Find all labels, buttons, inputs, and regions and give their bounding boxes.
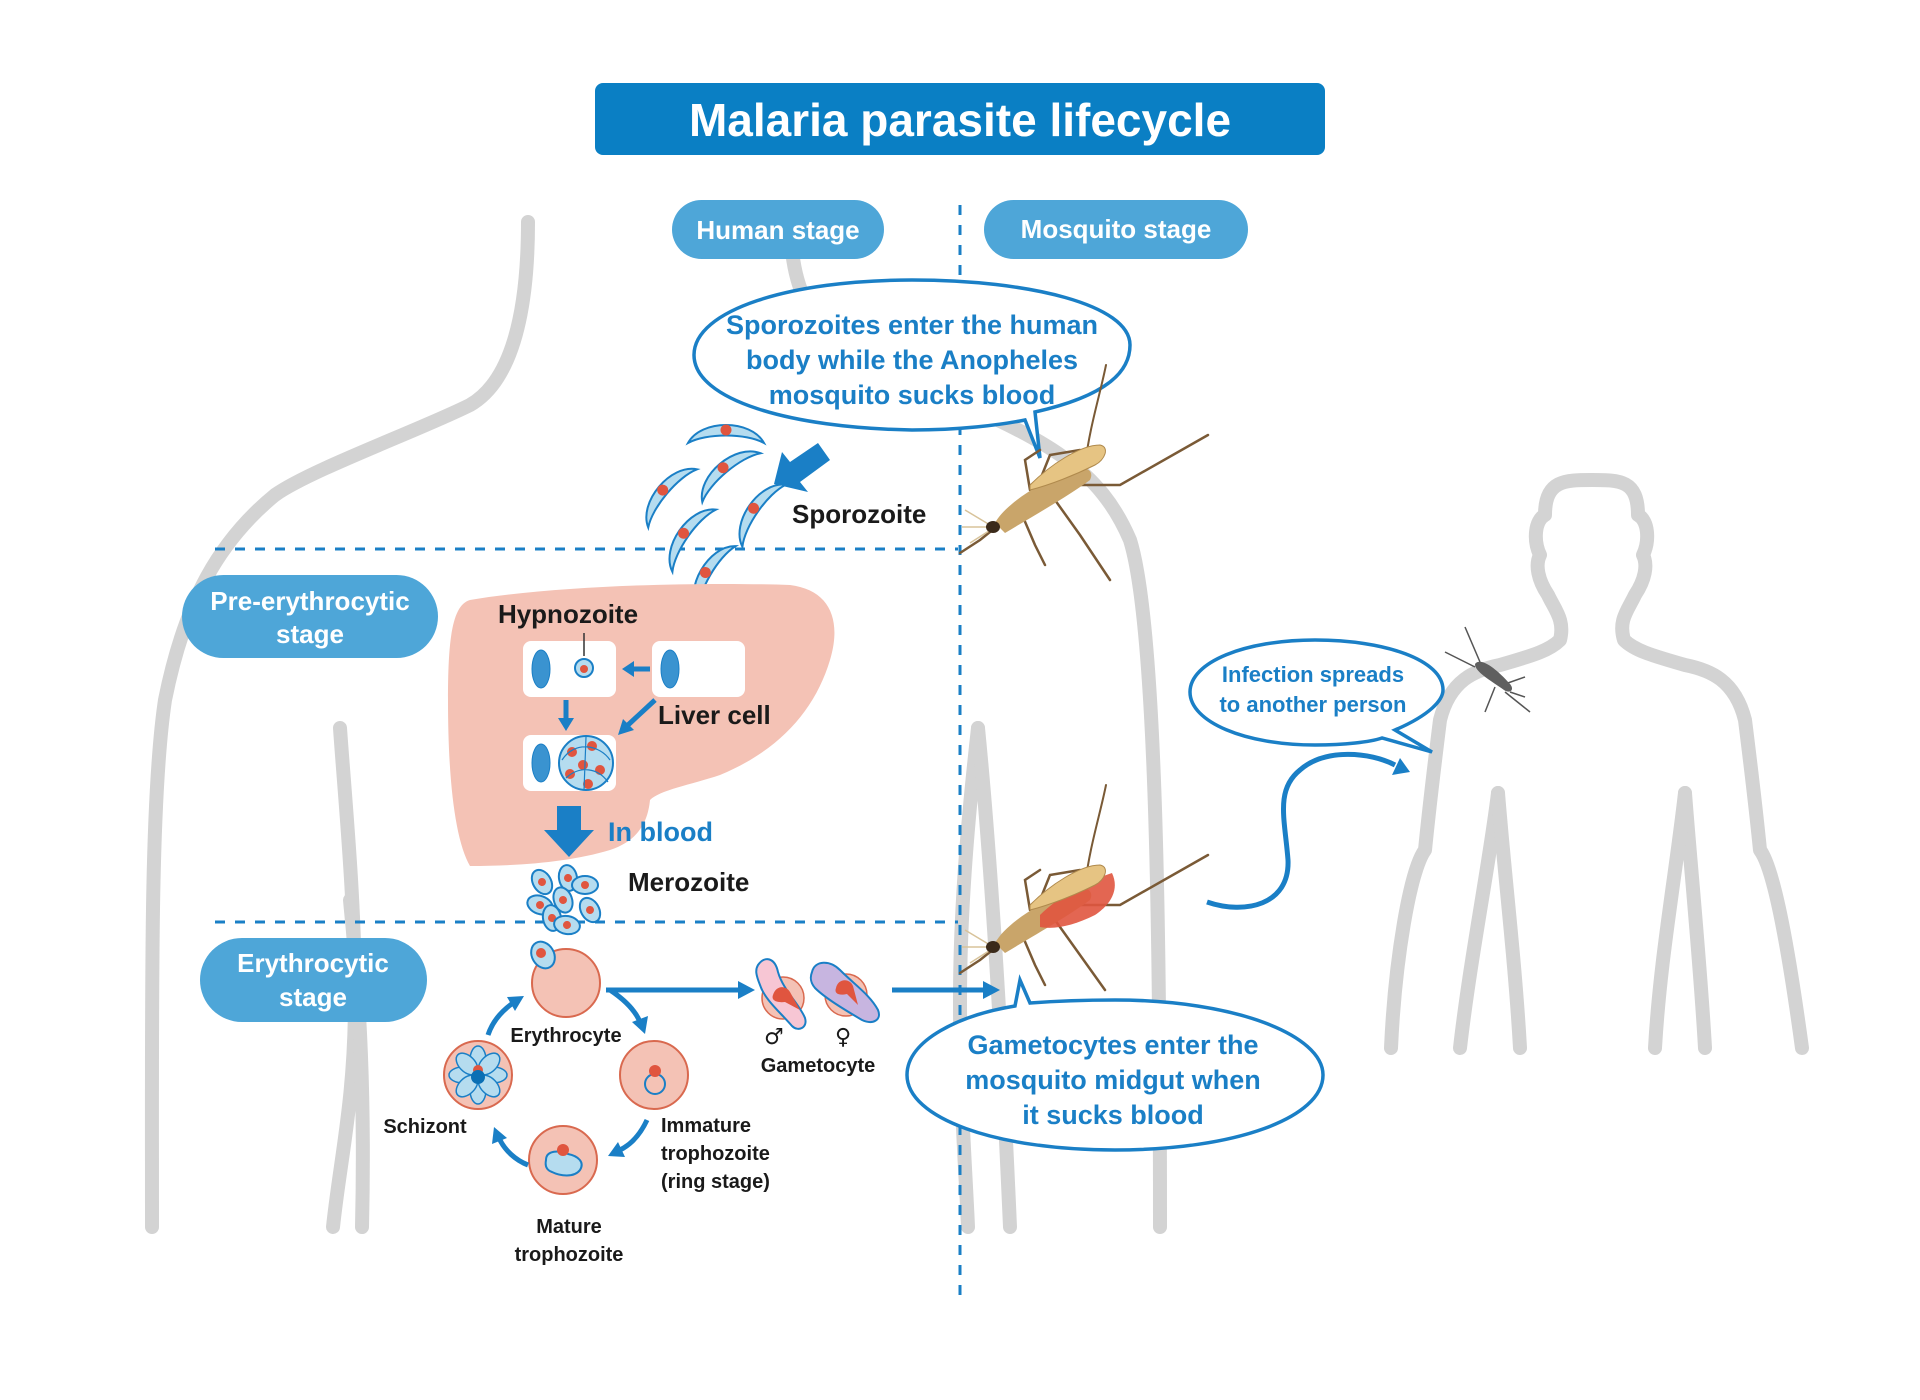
back-outline-right-arm-outer [971,721,1017,1234]
speech-bubble-sporozoite-entry: Sporozoites enter the human body while t… [692,278,1132,459]
pre-erythrocytic-label-line2: stage [276,619,344,649]
arrowhead [738,981,755,999]
merozoite-icon [553,914,581,936]
mosquito-stage-label: Mosquito stage [1021,214,1212,244]
schizont-icon [443,1040,513,1110]
liver-cell-nucleus [531,649,551,689]
infection-bubble-line2: to another person [1219,692,1406,717]
pre-erythrocytic-label-line1: Pre-erythrocytic [210,586,409,616]
hypnozoite-nucleus [580,665,588,673]
merozoite-icon [530,868,554,896]
sporozoite-icon [738,483,790,551]
arrowhead [983,981,1000,999]
pill-erythrocytic-stage: Erythrocytic stage [200,938,427,1022]
arrowhead [632,1016,648,1034]
arrow-mature-to-schizont [497,1138,529,1168]
arrowhead [608,1142,625,1157]
second-person-left-arm-inner [1453,786,1505,1055]
gametocyte-bubble-line3: it sucks blood [1022,1100,1204,1130]
human-stage-label: Human stage [696,215,859,245]
second-person-outline [1384,473,1809,1055]
erythrocytic-label-line1: Erythrocytic [237,948,389,978]
gametocyte-bubble-line2: mosquito midgut when [965,1065,1260,1095]
sporozoite-label: Sporozoite [792,499,926,529]
arrowhead [618,719,634,735]
sporozoite-entry-arrow [774,443,830,492]
mature-trophozoite-label-line2: trophozoite [515,1244,624,1266]
arrowhead [622,661,634,677]
arrow-liver-cell-to-schizont [626,698,657,727]
pill-mosquito-stage: Mosquito stage [984,200,1248,259]
gametocyte-bubble-line1: Gametocytes enter the [967,1030,1258,1060]
sporozoite-bubble-line2: body while the Anopheles [746,345,1078,375]
pill-pre-erythrocytic-stage: Pre-erythrocytic stage [182,575,438,658]
gametocyte-male-icon [755,958,807,1030]
back-outline-left-neck-shoulder [144,215,535,1234]
infection-spread-arrow [1206,751,1397,910]
immature-trophozoite-label-line1: Immature [661,1115,751,1137]
erythrocytic-cycle: Erythrocyte Immature trophozoite (ring s… [383,940,770,1266]
pill-human-stage: Human stage [672,200,884,259]
male-symbol: ♂ [764,1025,784,1050]
liver: Hypnozoite Liver cell [448,583,835,866]
sporozoite-bubble-line1: Sporozoites enter the human [726,310,1098,340]
infection-bubble-line1: Infection spreads [1222,662,1404,687]
arrowhead [1392,758,1410,775]
sporozoite-bubble-line3: mosquito sucks blood [769,380,1056,410]
mature-trophozoite-icon [528,1125,598,1195]
arrowhead [558,718,574,731]
female-symbol: ♀ [835,1025,851,1050]
hypnozoite-label: Hypnozoite [498,599,638,629]
arrowhead [492,1127,507,1144]
liver-schizont-icon [558,735,614,791]
title-background [595,83,1325,155]
immature-trophozoite-icon [619,1040,689,1110]
speech-bubble-infection-spread: Infection spreads to another person [1188,638,1445,754]
arrow-immature-to-mature [618,1118,650,1153]
sporozoite-icon [700,450,765,506]
second-person-right-arm-inner [1678,786,1712,1055]
merozoite-label: Merozoite [628,867,749,897]
sporozoite-icon [685,424,767,446]
page-title: Malaria parasite lifecycle [689,94,1231,146]
sporozoite-icon [645,467,701,532]
second-person-right-arm-outer [1648,786,1692,1055]
mature-trophozoite-label-line1: Mature [536,1216,602,1238]
speech-bubble-gametocyte-entry: Gametocytes enter the mosquito midgut wh… [905,974,1325,1152]
mosquito-on-person-icon [1444,626,1531,713]
in-blood-arrow [544,806,594,857]
arrow-schizont-to-erythrocyte [485,1000,515,1036]
title-banner: Malaria parasite lifecycle [595,83,1325,155]
arrowhead [507,996,524,1011]
second-person-left-arm-outer [1491,786,1527,1055]
sporozoite-icon [668,508,720,576]
blood-fed-mosquito-icon [958,784,1210,992]
in-blood-label: In blood [608,817,713,847]
gametocyte-label: Gametocyte [761,1055,876,1077]
merozoite-icon [552,886,574,914]
erythrocytic-label-line2: stage [279,982,347,1012]
immature-trophozoite-label-line2: trophozoite [661,1143,770,1165]
arrow-erythrocyte-to-immature [608,987,643,1024]
erythrocyte-label: Erythrocyte [510,1025,621,1047]
merozoite-icon [578,896,602,924]
gametocyte-female-icon [809,961,880,1023]
erythrocyte-icon [530,940,601,1018]
immature-trophozoite-label-line3: (ring stage) [661,1171,770,1193]
merozoite-icon [571,875,599,895]
liver-cell-nucleus-3 [531,743,551,783]
human-silhouette-icon [1384,473,1809,1055]
liver-cell-nucleus-2 [660,649,680,689]
back-outline-right-arm-inner [953,721,985,1234]
mosquito-icon [958,364,1210,582]
merozoite-group [526,864,602,936]
schizont-label: Schizont [383,1116,467,1138]
liver-cell-label: Liver cell [658,700,771,730]
